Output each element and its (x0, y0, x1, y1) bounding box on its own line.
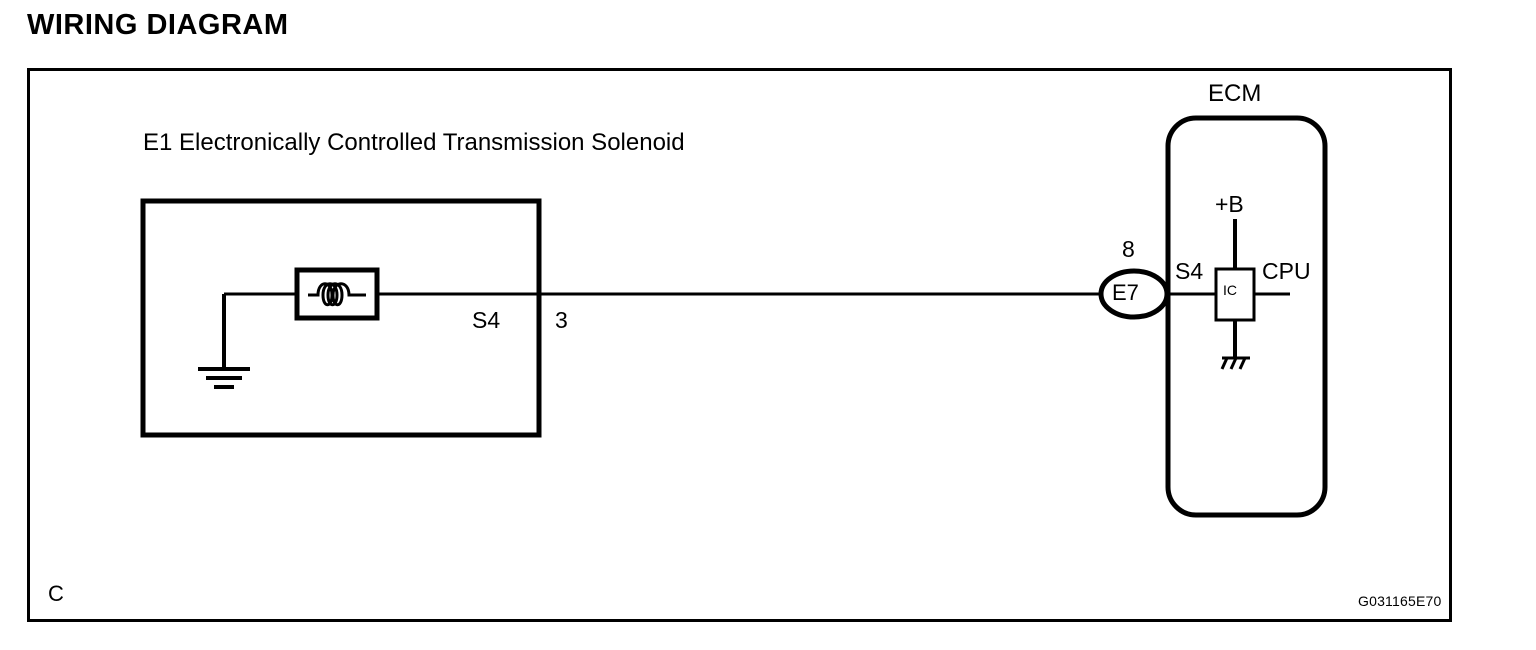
figure-code: G031165E70 (1358, 593, 1442, 609)
ecm-cpu-label: CPU (1262, 258, 1311, 284)
connector-e7-pin-number: 8 (1122, 236, 1135, 262)
ecm-label: ECM (1208, 80, 1262, 107)
ic-chip-label: IC (1223, 282, 1237, 298)
connector-e7-label: E7 (1112, 280, 1139, 305)
solenoid-component-label: E1 Electronically Controlled Transmissio… (143, 129, 685, 156)
ecm-terminal-label: S4 (1175, 258, 1204, 284)
page-title: WIRING DIAGRAM (27, 9, 289, 41)
solenoid-terminal-label: S4 (472, 307, 501, 333)
ecm-power-label: +B (1215, 191, 1244, 217)
solenoid-pin-number: 3 (555, 307, 568, 333)
corner-marker: C (48, 581, 64, 606)
